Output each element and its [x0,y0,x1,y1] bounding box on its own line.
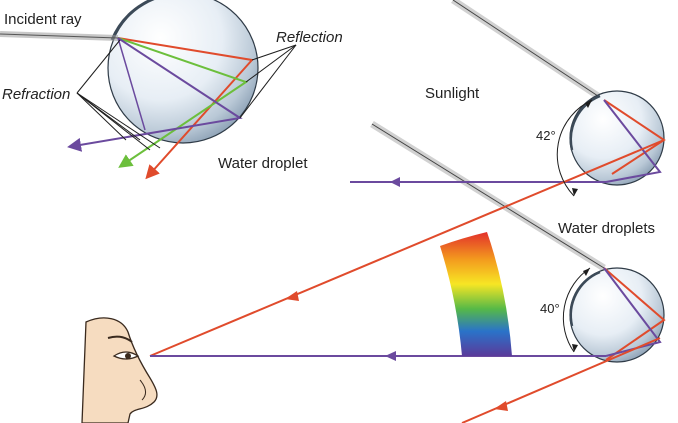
reflection-label: Reflection [276,29,343,46]
lower-angle-arrowhead-bottom [572,344,578,352]
upper-red-ray-arrow [285,291,299,301]
upper-sunbeam-edge [452,0,605,101]
lower-sunbeam-edge [371,123,605,269]
large-water-droplet [107,0,259,144]
upper-angle-label: 42° [536,128,556,143]
upper-exit-violet-arrow [390,177,400,187]
upper-angle-arrowhead-top [585,100,592,108]
lower-violet-ray-arrow [385,351,396,361]
pupil [125,353,131,359]
incident-ray-label: Incident ray [4,11,82,28]
lower-angle-arrowhead-top [583,268,590,276]
lower-droplet-red-path [603,267,666,361]
reflection-pointers [239,44,297,119]
large-droplet-rim-shadow [110,0,155,41]
upper-angle-arc [556,99,593,197]
upper-red-ray-to-eye [149,139,665,357]
sunlight-label: Sunlight [425,85,480,102]
refraction-label: Refraction [2,86,70,103]
large-droplet-inner-ray [117,37,146,131]
observer-face [81,317,158,423]
rainbow-band [440,232,512,356]
lower-angle-label: 40° [540,301,560,316]
large-droplet-group: Incident ray Reflection Refraction Water… [0,0,343,180]
lower-droplet-violet-path [603,267,662,357]
lower-exit-red-arrow [494,401,508,411]
incident-ray-line [0,33,119,39]
upper-angle-arrowhead-bottom [572,188,578,196]
eyebrow [107,335,133,343]
nose-line [139,379,146,401]
upper-droplet-rim-shadow [569,94,601,151]
water-droplets-label: Water droplets [558,220,655,237]
lower-angle-arc [562,267,591,353]
water-droplet-label: Water droplet [218,155,308,172]
upper-droplet-violet-path [603,99,662,183]
refraction-pointers [76,39,161,151]
lower-droplet-rim-shadow [569,270,601,327]
